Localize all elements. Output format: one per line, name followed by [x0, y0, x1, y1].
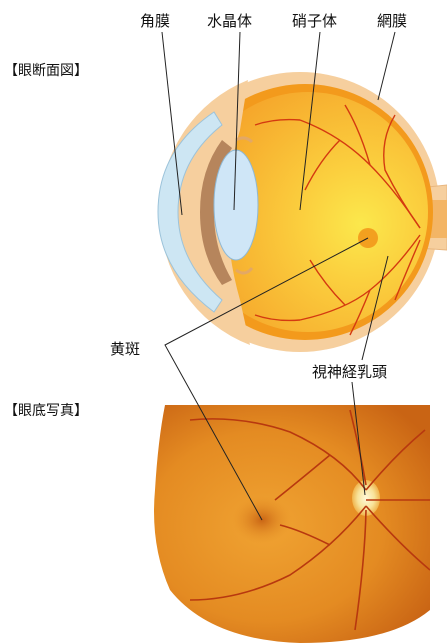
fundus-photo	[140, 400, 440, 643]
lens	[214, 150, 258, 260]
retina-label: 網膜	[377, 14, 407, 29]
cross-section-title: 【眼断面図】	[4, 64, 88, 78]
cornea-label: 角膜	[140, 14, 170, 29]
fundus-photo-title: 【眼底写真】	[4, 404, 88, 418]
macula-label: 黄斑	[110, 342, 140, 357]
optic-disc-label: 視神経乳頭	[312, 365, 387, 380]
vitreous-label: 硝子体	[292, 14, 337, 29]
eye-cross-section	[158, 72, 447, 352]
lens-label: 水晶体	[207, 14, 252, 29]
